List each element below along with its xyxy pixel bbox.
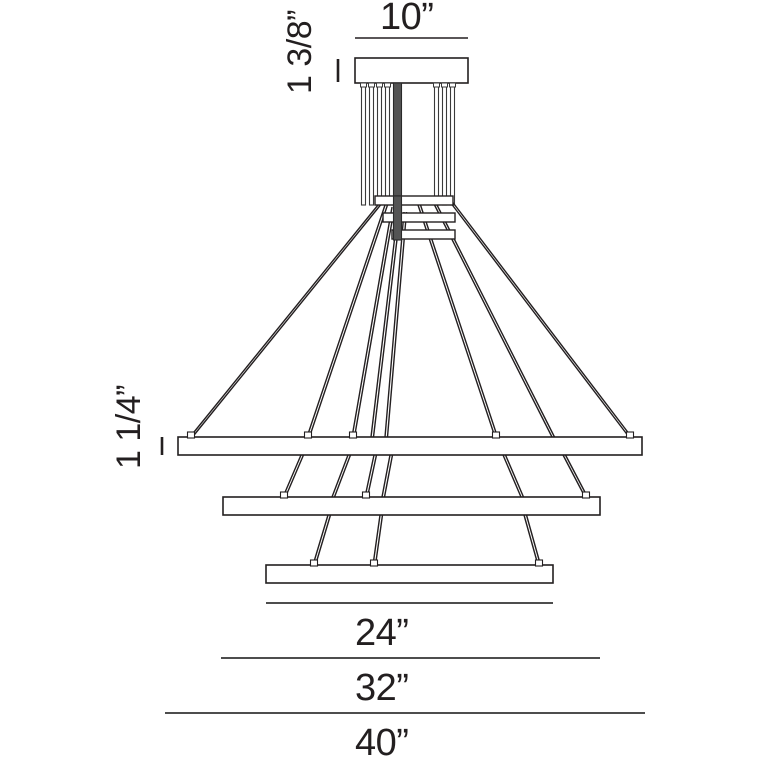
connector-large-1 [186,431,196,439]
cable-l4b [372,209,402,438]
cable-l3 [351,206,393,438]
junction-bar-lower [391,229,456,240]
cable-l6b [419,204,499,438]
cable-l1 [189,204,379,438]
dim-label-ring-medium-width: 32” [355,667,409,709]
cable-s2b [374,514,384,566]
ring-medium [222,496,601,516]
ring-small-group [265,559,554,584]
cable-l6 [417,204,496,438]
cable-s1 [312,514,329,566]
ring-large [177,436,643,456]
cable-m2b [333,454,352,498]
cable-l8b [448,197,633,438]
cable-s3b [525,514,542,566]
stem-cable-3 [376,82,383,206]
stem-cap-7 [449,82,456,88]
dim-label-ring-large-width: 40” [355,722,409,764]
stem-cable-group [360,82,456,234]
cable-m1 [282,454,302,498]
junction-bar-group [374,195,456,241]
cables-to-ring-medium [282,454,589,498]
stem-cap-3 [376,82,383,88]
stem-cable-4 [384,82,391,206]
bottom-dimension-lines [165,602,645,714]
ring-small [265,564,554,584]
dim-label-canopy-width: 10” [380,0,434,38]
connector-small-3 [534,559,544,567]
stem-cable-2 [368,82,375,206]
stem-cable-6 [441,82,448,206]
stem-cable-1 [360,82,367,206]
stem-cap-4 [384,82,391,88]
cable-m1b [284,454,305,498]
canopy-plate [354,57,469,84]
cable-m2 [331,454,349,498]
cable-l2 [306,204,386,438]
cable-m5 [502,454,522,498]
cable-m5b [504,454,525,498]
cables-to-ring-large [189,197,633,438]
connector-small-1 [309,559,319,567]
stem-cap-5 [433,82,440,88]
cable-l2b [308,204,389,438]
connector-small-2 [369,559,379,567]
cable-m4b [383,454,394,498]
connector-medium-3 [581,491,591,499]
ring-medium-group [222,491,601,516]
ring-large-group [177,431,643,456]
cable-l3b [353,206,396,438]
junction-bar-upper [374,195,454,206]
connector-large-5 [625,431,635,439]
cable-m6 [562,454,586,498]
cable-l5 [384,211,405,438]
cables-to-ring-small [312,514,542,566]
stem-cap-6 [441,82,448,88]
cable-l1b [191,204,382,438]
dim-label-canopy-height: 1 3/8” [281,10,319,94]
dim-label-ring-small-width: 24” [355,612,409,654]
stem-cable-5 [433,82,440,206]
cable-s3 [523,514,539,566]
cable-l8 [446,197,630,438]
connector-medium-1 [279,491,289,499]
stem-cap-2 [368,82,375,88]
stem-cable-power-lower [392,195,403,241]
cable-m3b [366,454,378,498]
connector-large-2 [303,431,313,439]
cable-l5b [386,211,408,438]
cable-s2 [372,514,381,566]
cable-m3 [364,454,375,498]
connector-medium-2 [361,491,371,499]
dim-label-ring-thickness: 1 1/4” [110,385,148,469]
cable-m4 [381,454,391,498]
cable-m6b [564,454,589,498]
junction-bar-middle [382,212,456,223]
stem-cap-1 [360,82,367,88]
connector-large-3 [348,431,358,439]
cable-l4 [370,209,399,438]
cable-s1b [314,514,332,566]
connector-large-4 [491,431,501,439]
stem-cable-7 [449,82,456,206]
